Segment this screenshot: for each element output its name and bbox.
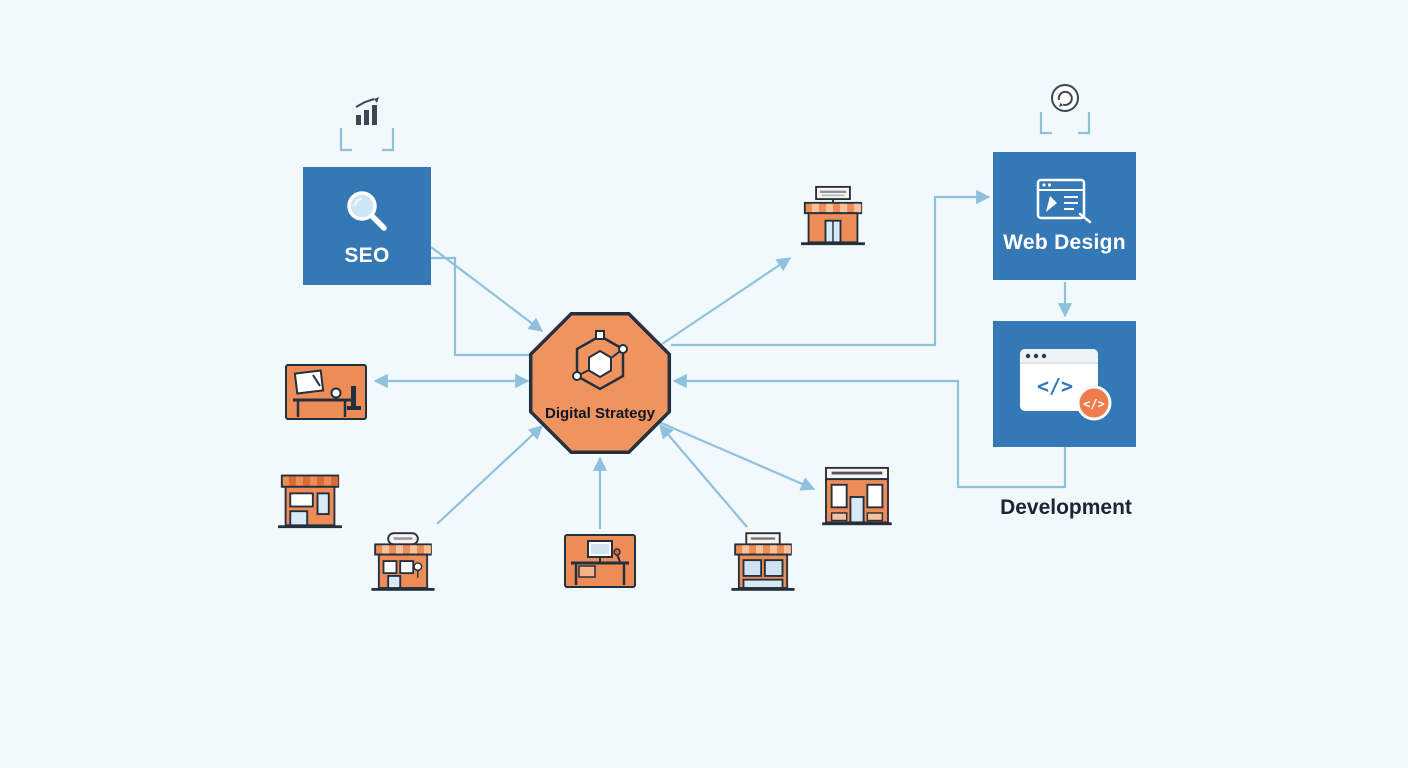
development-node: </> </> [993,321,1136,447]
storefront-icon [822,466,892,526]
connector-store-d-to-strategy [436,425,544,525]
storefront-icon [371,532,435,591]
seo-node: SEO [303,167,431,285]
code-glyph: </> [1036,374,1072,398]
digital-strategy-label: Digital Strategy [545,405,656,422]
search-icon [347,190,387,231]
webdesign-icon-bracket-left [1039,112,1052,135]
storefront-icon [278,474,342,529]
connector-development-to-strategy [672,373,1067,489]
analytics-chart-icon [355,97,379,125]
code-badge [1076,385,1111,421]
development-label: Development [1000,496,1132,519]
storefront-icon [731,532,795,591]
connector-strategy-to-store-g [658,420,816,491]
seo-icon-bracket-left [339,128,352,152]
connector-seo-side-path [431,256,529,357]
browser-design-icon [1036,178,1091,223]
connector-seo-to-strategy [430,246,544,332]
code-window-icon: </> </> [1019,349,1111,421]
web-design-label: Web Design [1003,230,1126,254]
seo-label: SEO [344,243,390,267]
storefront-icon [801,185,865,246]
web-design-node: Web Design [993,152,1136,280]
strategy-hex-network-icon [572,330,628,391]
workspace-desk-icon [285,364,367,420]
webdesign-icon-bracket-right [1078,112,1091,135]
connector-strategy-to-webdesign [671,189,991,347]
connector-store-f-to-strategy [659,423,748,528]
digital-strategy-node: Digital Strategy [528,311,672,455]
connector-strategy-to-store-top [661,257,792,345]
code-badge-glyph: </> [1083,397,1105,411]
workspace-desk-icon [564,534,636,588]
seo-icon-bracket-right [382,128,395,152]
refresh-gear-icon [1051,84,1079,112]
